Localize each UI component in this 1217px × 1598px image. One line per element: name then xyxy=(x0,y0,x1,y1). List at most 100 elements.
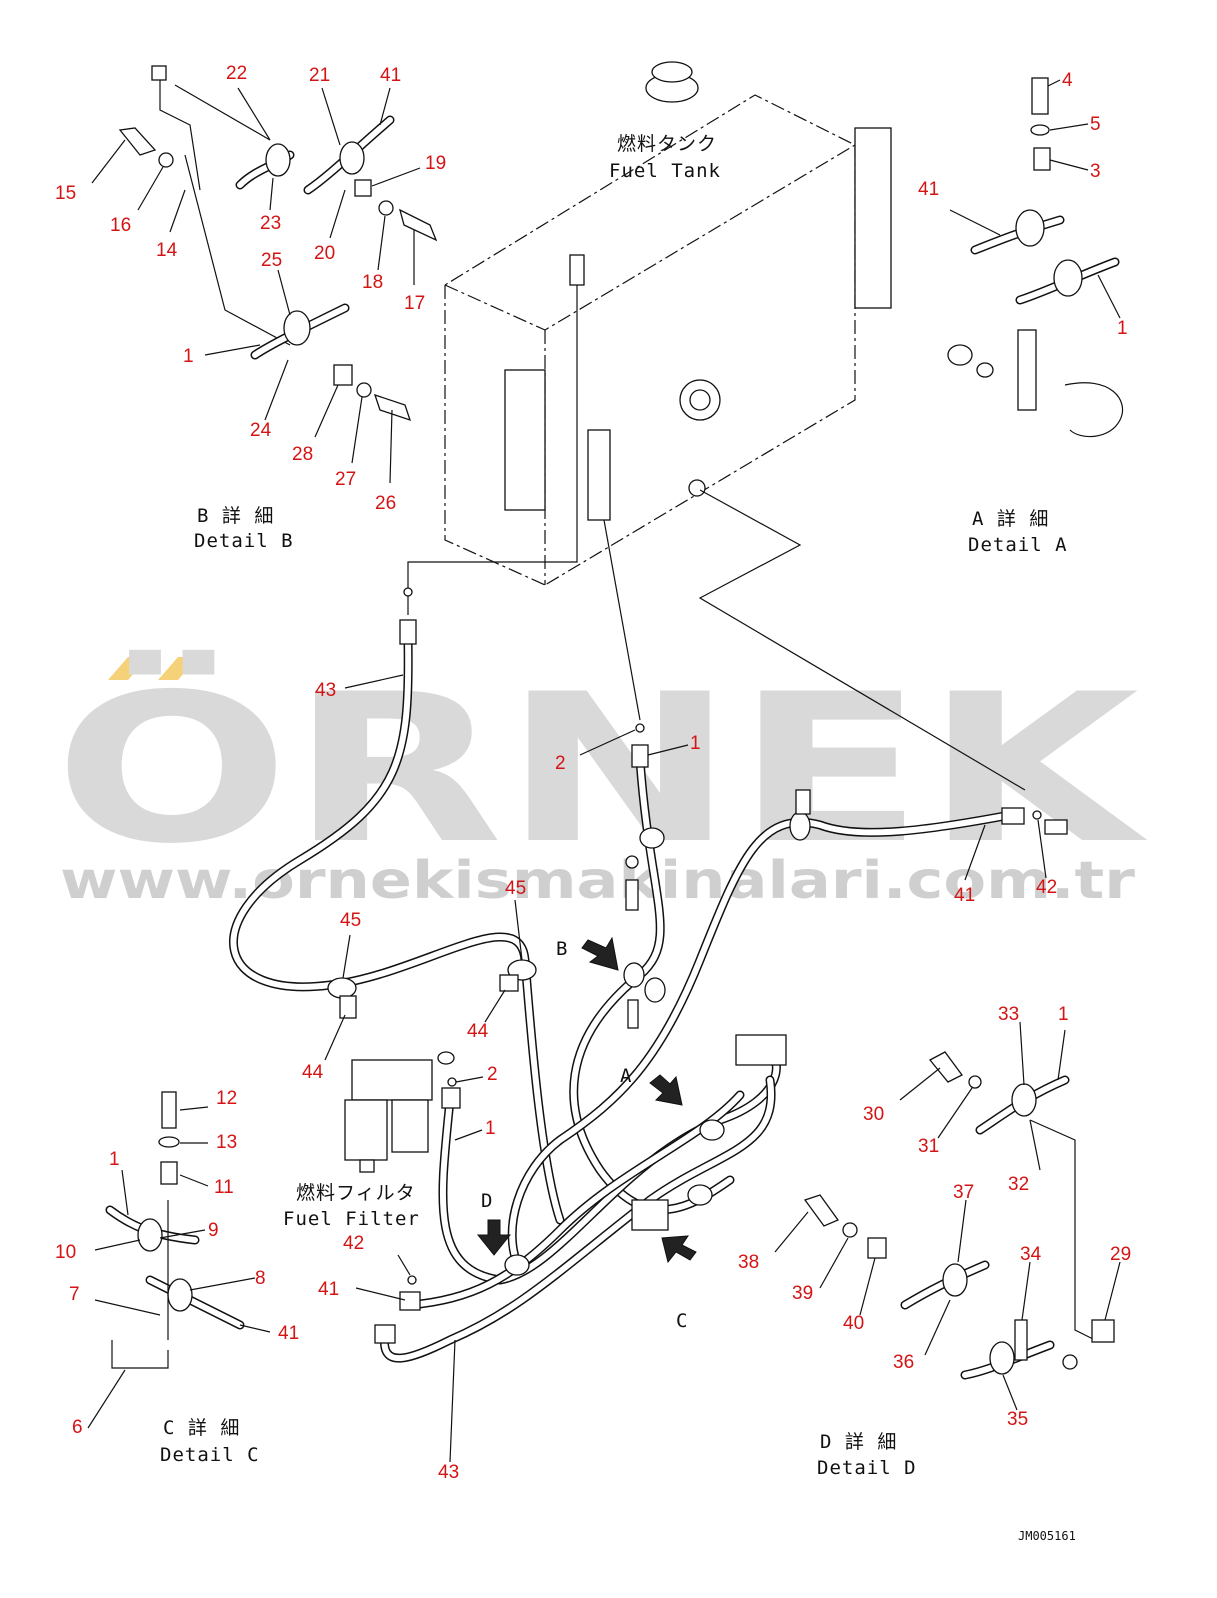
clamp-c-bracket xyxy=(631,1199,669,1231)
watermark-accent-left xyxy=(108,657,148,680)
leader-2-to-tank xyxy=(603,519,641,721)
washer-13 xyxy=(158,1136,180,1148)
tank-gauge-port-inner xyxy=(689,389,711,411)
part-number-41: 41 xyxy=(954,885,975,906)
clamp-a-41 xyxy=(1015,209,1045,247)
tank-outlet-fitting xyxy=(569,254,585,286)
tank-mount-bracket-front xyxy=(504,369,546,511)
part-number-2: 2 xyxy=(555,753,566,774)
arrow-d-icon xyxy=(476,1219,512,1256)
washer-27 xyxy=(356,382,372,398)
part-number-44: 44 xyxy=(302,1062,324,1083)
part-number-12: 12 xyxy=(216,1088,237,1109)
bolt-30 xyxy=(928,1051,963,1083)
part-number-42: 42 xyxy=(1036,877,1057,898)
tank-drain-plug xyxy=(688,479,706,497)
bolt-4 xyxy=(1031,77,1049,115)
tank-top-face xyxy=(443,94,857,331)
hose-43-fitting-left xyxy=(374,1324,396,1344)
part-number-13: 13 xyxy=(216,1132,237,1153)
part-number-40: 40 xyxy=(843,1313,864,1334)
part-number-41: 41 xyxy=(918,179,939,200)
part-number-17: 17 xyxy=(404,293,425,314)
number-leaders xyxy=(87,79,1121,1463)
washer-16 xyxy=(158,152,174,168)
part-number-19: 19 xyxy=(425,153,446,174)
detail-c-parts xyxy=(105,1091,245,1369)
detail-d-parts xyxy=(803,1051,1115,1380)
part-number-41: 41 xyxy=(278,1323,299,1344)
o-ring-42-upper xyxy=(1032,810,1042,820)
filter-element-left xyxy=(344,1099,388,1161)
part-number-34: 34 xyxy=(1020,1244,1042,1265)
part-number-1: 1 xyxy=(485,1118,496,1139)
o-ring-2-upper xyxy=(635,723,645,733)
clamp-a xyxy=(644,977,666,1003)
filter-drain xyxy=(359,1159,375,1173)
detail-c-label-jp: C 詳 細 xyxy=(163,1417,240,1439)
washer-a-loose xyxy=(976,362,994,378)
leader-41-to-tank xyxy=(698,489,1026,791)
o-ring-2-lower xyxy=(447,1077,457,1087)
bolt-26 xyxy=(373,393,412,422)
clamp-c xyxy=(687,1184,713,1206)
clamp-44-right-bracket xyxy=(499,974,519,992)
fuel-tank-label-en: Fuel Tank xyxy=(609,160,721,182)
part-number-2: 2 xyxy=(487,1064,498,1085)
arrow-c-icon xyxy=(661,1235,697,1264)
part-number-16: 16 xyxy=(110,215,131,236)
pump-connection-block xyxy=(735,1034,787,1066)
hose-41-lower-inner xyxy=(407,1092,743,1308)
tank-drain-valve xyxy=(587,429,611,521)
filter-fitting xyxy=(437,1051,455,1065)
filter-head xyxy=(351,1059,433,1101)
part-number-8: 8 xyxy=(255,1268,266,1289)
arrow-d-letter: D xyxy=(481,1190,493,1212)
watermark-accent-right xyxy=(158,657,198,680)
hose-d-37-inner xyxy=(902,1262,988,1308)
part-number-30: 30 xyxy=(863,1104,884,1125)
o-ring-tank-outlet xyxy=(403,587,413,597)
u-bolt-a xyxy=(1064,382,1124,438)
clamp-37 xyxy=(942,1263,968,1297)
part-number-11: 11 xyxy=(214,1177,234,1198)
part-number-35: 35 xyxy=(1007,1409,1028,1430)
clamp-1-top xyxy=(639,827,665,849)
part-number-3: 3 xyxy=(1090,161,1101,182)
part-number-18: 18 xyxy=(362,272,383,293)
part-number-22: 22 xyxy=(226,63,247,84)
fuel-filter-label-en: Fuel Filter xyxy=(283,1208,420,1230)
drawing-code: JM005161 xyxy=(1018,1529,1076,1543)
clamp-35 xyxy=(989,1341,1015,1375)
clamp-41-top xyxy=(789,811,811,841)
part-number-20: 20 xyxy=(314,243,335,264)
part-number-45: 45 xyxy=(505,878,526,899)
washer-39 xyxy=(842,1222,858,1238)
collar-11 xyxy=(160,1161,178,1185)
detail-b-parts xyxy=(118,65,438,422)
clamp-9 xyxy=(137,1218,163,1252)
part-number-21: 21 xyxy=(309,65,330,86)
washer-18 xyxy=(378,200,394,216)
part-number-1: 1 xyxy=(1058,1004,1069,1025)
watermark: ÖRNEK www.ornekismakinalari.com.tr xyxy=(54,650,1149,911)
part-number-1: 1 xyxy=(109,1149,120,1170)
fuel-tank-label-jp: 燃料タンク xyxy=(617,133,717,155)
hose-a-41-inner xyxy=(972,217,1063,253)
elbow-fitting xyxy=(1044,819,1068,835)
hose-43-lower-inner xyxy=(381,1077,775,1362)
detail-b-label-en: Detail B xyxy=(194,530,294,552)
hose-43-fitting-top xyxy=(399,619,417,645)
fuel-filter xyxy=(344,1051,455,1173)
part-number-33: 33 xyxy=(998,1004,1019,1025)
filler-cap xyxy=(651,61,693,83)
part-number-4: 4 xyxy=(1062,70,1073,91)
part-number-42: 42 xyxy=(343,1233,364,1254)
part-number-29: 29 xyxy=(1110,1244,1131,1265)
part-number-7: 7 xyxy=(69,1284,80,1305)
fuel-tank xyxy=(443,61,892,586)
detail-a-label-jp: A 詳 細 xyxy=(972,508,1049,530)
bracket-29 xyxy=(1091,1319,1115,1343)
clamp-41-top-bracket xyxy=(795,789,811,815)
